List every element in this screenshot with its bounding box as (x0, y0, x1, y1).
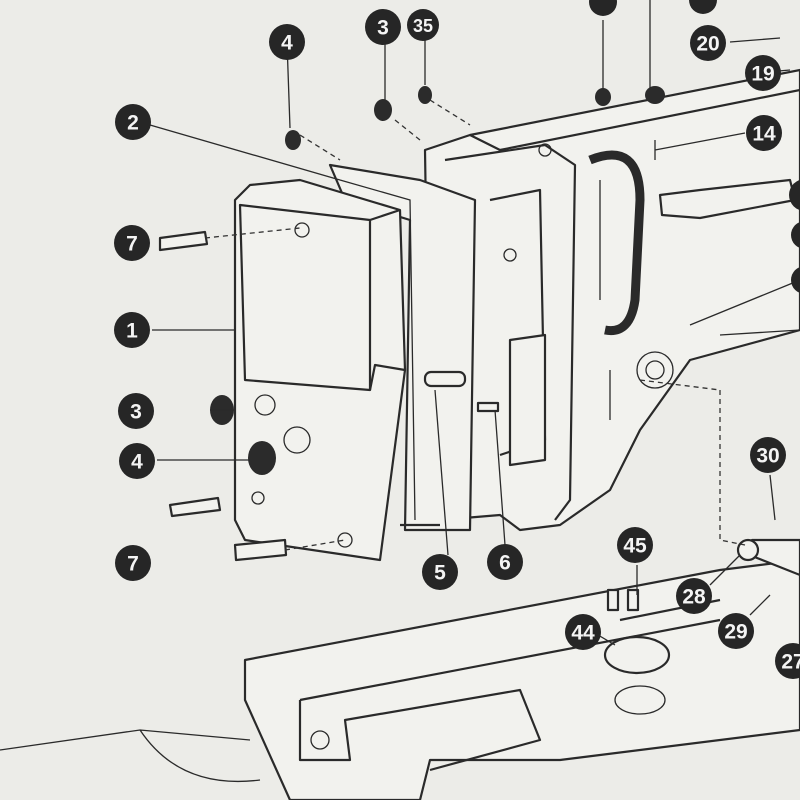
svg-text:45: 45 (623, 535, 647, 558)
svg-text:4: 4 (131, 451, 143, 474)
svg-text:35: 35 (413, 16, 433, 36)
callout-6: 6 (487, 544, 523, 580)
callout-3-mid: 3 (118, 393, 154, 429)
svg-text:28: 28 (682, 586, 706, 609)
svg-text:5: 5 (434, 562, 446, 585)
callout-44: 44 (565, 614, 601, 650)
svg-text:44: 44 (571, 622, 595, 645)
svg-text:30: 30 (756, 445, 779, 468)
callout-5: 5 (422, 554, 458, 590)
machine-bed (0, 558, 800, 800)
thread-guard (588, 150, 645, 336)
callout-28: 28 (676, 578, 712, 614)
callout-27: 27 (775, 643, 800, 679)
svg-text:2: 2 (127, 112, 139, 135)
machine-head (423, 68, 800, 532)
callout-45: 45 (617, 527, 653, 563)
svg-text:14: 14 (752, 123, 776, 146)
callout-35: 35 (407, 9, 439, 41)
svg-text:7: 7 (126, 233, 138, 256)
svg-text:27: 27 (781, 651, 800, 674)
callout-partial (589, 0, 800, 294)
svg-text:19: 19 (751, 63, 774, 86)
callout-2: 2 (115, 104, 151, 140)
svg-text:20: 20 (696, 33, 719, 56)
callout-19: 19 (745, 55, 781, 91)
callout-14: 14 (746, 115, 782, 151)
svg-text:3: 3 (130, 401, 142, 424)
face-plate (233, 178, 407, 562)
callout-20: 20 (690, 25, 726, 61)
callout-1: 1 (114, 312, 150, 348)
callout-4-top: 4 (269, 24, 305, 60)
callout-3-top: 3 (365, 9, 401, 45)
callout-7-bot: 7 (115, 545, 151, 581)
svg-text:4: 4 (281, 32, 293, 55)
callout-7-top: 7 (114, 225, 150, 261)
svg-text:3: 3 (377, 17, 389, 40)
svg-text:1: 1 (126, 320, 138, 343)
callout-29: 29 (718, 613, 754, 649)
svg-text:7: 7 (127, 553, 139, 576)
svg-text:29: 29 (724, 621, 747, 644)
callout-4-mid: 4 (119, 443, 155, 479)
callout-30: 30 (750, 437, 786, 473)
svg-text:6: 6 (499, 552, 511, 575)
